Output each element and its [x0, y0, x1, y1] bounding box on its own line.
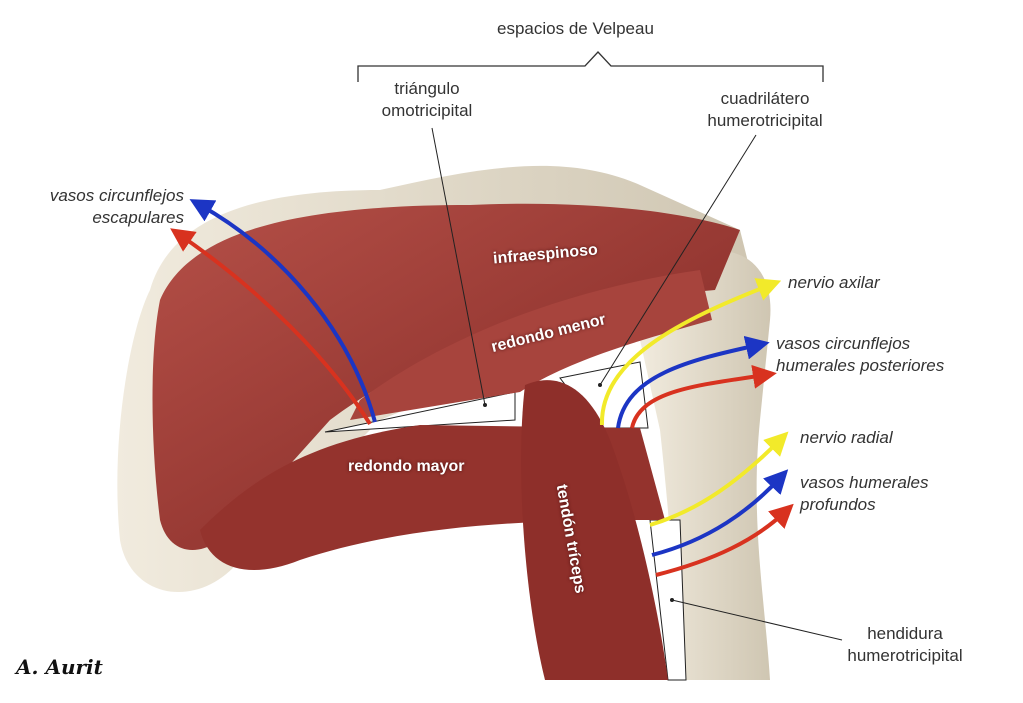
escapular-artery-arrow: [170, 228, 372, 426]
label-vasos-humerales-posteriores: vasos circunflejos humerales posteriores: [776, 333, 944, 377]
humeral-post-artery-arrow: [630, 364, 777, 429]
label-line: humerotricipital: [847, 646, 963, 665]
triceps-tendon-muscle: [521, 380, 668, 680]
label-line: vasos circunflejos: [49, 186, 184, 205]
radial-nerve-arrow: [649, 431, 789, 527]
label-line: hendidura: [867, 624, 943, 643]
label-line: humerotricipital: [707, 111, 823, 130]
deep-artery-arrow: [655, 503, 794, 577]
humeral-post-vein-arrow: [616, 335, 770, 429]
label-line: humerales posteriores: [776, 356, 945, 375]
label-line: escapulares: [92, 208, 184, 227]
leader-hendidura: [671, 599, 843, 641]
label-nervio-axilar: nervio axilar: [788, 273, 880, 292]
humerus-bone: [640, 250, 771, 681]
muscle-label-redondo-mayor: redondo mayor: [348, 458, 465, 475]
label-line: vasos circunflejos: [776, 334, 911, 353]
teres-minor-muscle: [350, 270, 712, 420]
deep-vein-arrow: [651, 469, 789, 557]
escapular-vein-arrow: [189, 199, 377, 423]
author-signature: A. Aurit: [16, 655, 103, 679]
leader-triangulo: [431, 127, 486, 406]
label-cuadrilatero: cuadrilátero humerotricipital: [690, 88, 840, 132]
label-line: vasos humerales: [800, 473, 929, 492]
label-line: profundos: [800, 495, 876, 514]
label-triangulo: triángulo omotricipital: [362, 78, 492, 122]
label-line: cuadrilátero: [720, 89, 810, 108]
velpeau-bracket: [357, 51, 824, 82]
label-hendidura: hendidura humerotricipital: [835, 623, 975, 667]
label-line: omotricipital: [381, 101, 473, 120]
axillary-nerve-arrow: [599, 278, 782, 426]
label-nervio-radial: nervio radial: [800, 428, 893, 447]
label-vasos-profundos: vasos humerales profundos: [800, 472, 929, 516]
infraspinatus-muscle: [152, 203, 740, 550]
title-velpeau: espacios de Velpeau: [497, 19, 654, 38]
leader-cuadrilatero: [599, 134, 757, 386]
label-vasos-escapulares: vasos circunflejos escapulares: [22, 185, 184, 229]
label-line: triángulo: [394, 79, 460, 98]
